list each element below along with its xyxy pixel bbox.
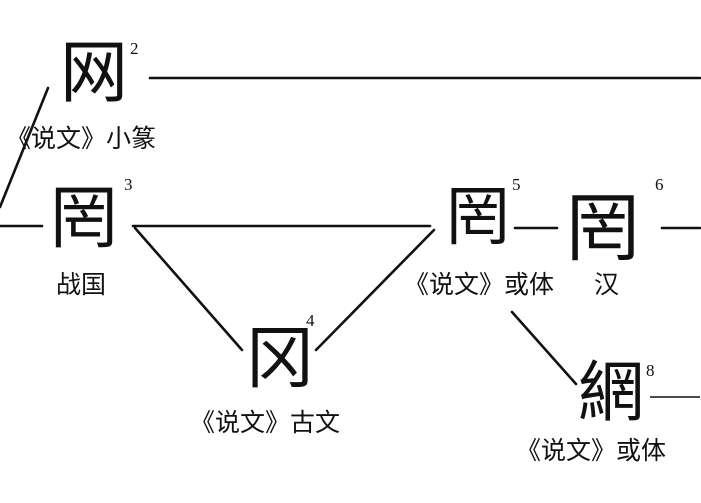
node-label-warring-states: 战国 <box>56 270 107 299</box>
node-label-ancient-script: 《说文》古文 <box>190 408 341 437</box>
node-number-5: 5 <box>512 175 521 194</box>
glyph-warring-states: 罔 <box>50 180 119 259</box>
node-number-6: 6 <box>655 175 664 194</box>
connector-4-to-5 <box>314 228 436 352</box>
glyph-han: 罔 <box>566 186 640 272</box>
node-number-8: 8 <box>646 361 655 380</box>
glyph-variant-form-b: 網 <box>578 354 644 431</box>
connector-5-to-8 <box>510 310 578 386</box>
node-number-3: 3 <box>124 175 133 194</box>
node-label-variant-form-a: 《说文》或体 <box>404 270 555 299</box>
node-number-2: 2 <box>130 39 139 58</box>
connector-3-to-4 <box>133 226 244 352</box>
node-label-seal-script: 《说文》小篆 <box>6 124 157 153</box>
connector-left-diagonal <box>0 86 50 209</box>
node-label-han: 汉 <box>594 270 620 299</box>
glyph-variant-form-a: 罔 <box>446 181 510 255</box>
glyph-seal-script: 网 <box>60 34 129 113</box>
glyph-ancient-script: 冈 <box>246 320 315 399</box>
node-label-variant-form-b: 《说文》或体 <box>516 436 667 465</box>
node-number-4: 4 <box>306 311 315 330</box>
